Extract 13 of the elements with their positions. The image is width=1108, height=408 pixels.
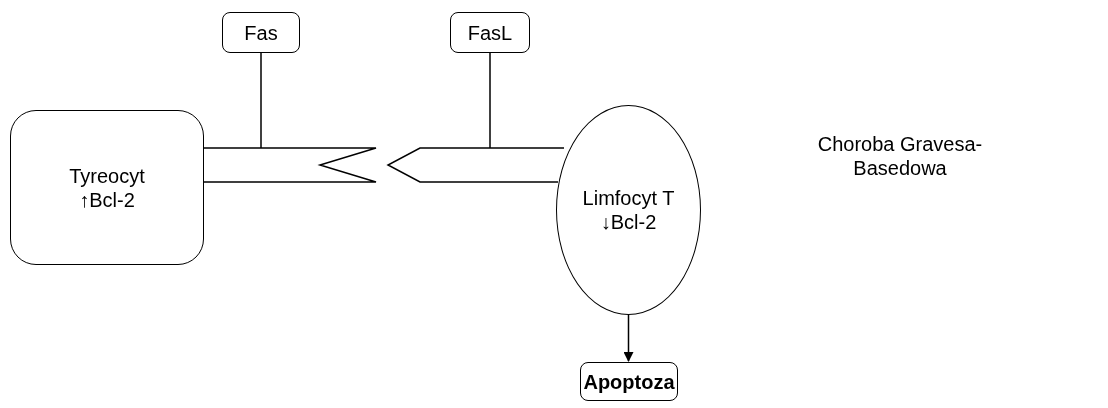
node-text: FasL [467, 20, 513, 45]
node-text: Tyreocyt ↑Bcl-2 [68, 163, 146, 212]
arrow [623, 314, 634, 362]
node-text: Apoptoza [583, 369, 675, 394]
leader-line [489, 52, 491, 149]
node-text: Limfocyt T ↓Bcl-2 [581, 186, 676, 234]
label-box [580, 362, 678, 401]
leader-line [260, 52, 262, 149]
label-box [450, 12, 530, 53]
annotation-text: Choroba Gravesa-Basedowa [816, 132, 984, 180]
cell-box [10, 110, 204, 265]
node-text: Fas [244, 20, 278, 45]
label-box [222, 12, 300, 53]
